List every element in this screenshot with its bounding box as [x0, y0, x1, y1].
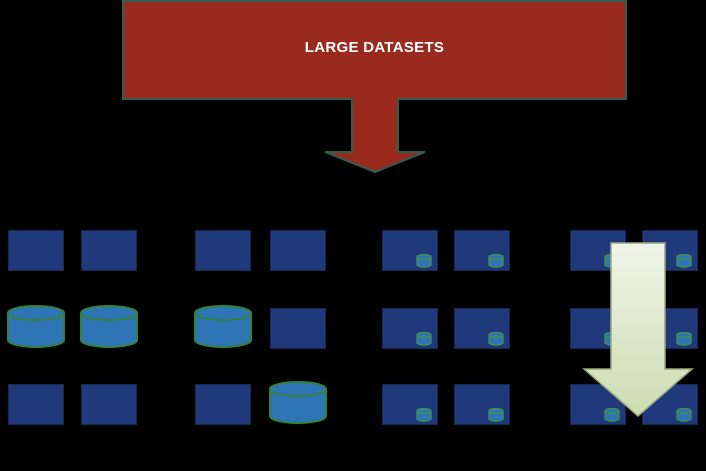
server-node-with-database — [642, 308, 698, 349]
server-node-with-database — [570, 308, 626, 349]
database-icon — [416, 254, 432, 268]
server-node — [270, 308, 326, 349]
server-node — [8, 384, 64, 425]
database-icon — [488, 332, 504, 346]
database-icon — [676, 254, 692, 268]
database-cylinder — [269, 381, 327, 424]
database-icon — [416, 408, 432, 422]
server-node — [8, 230, 64, 271]
server-node-with-database — [570, 230, 626, 271]
database-icon — [488, 254, 504, 268]
database-cylinder — [80, 305, 138, 348]
server-node-with-database — [454, 384, 510, 425]
database-icon — [604, 408, 620, 422]
server-node-with-database — [454, 308, 510, 349]
server-node-with-database — [382, 384, 438, 425]
database-icon — [604, 254, 620, 268]
server-node — [81, 384, 137, 425]
server-node — [81, 230, 137, 271]
large-datasets-box: LARGE DATASETS — [122, 0, 627, 100]
database-icon — [604, 332, 620, 346]
database-cylinder — [194, 305, 252, 348]
database-icon — [676, 332, 692, 346]
database-icon — [488, 408, 504, 422]
server-node-with-database — [570, 384, 626, 425]
server-node-with-database — [454, 230, 510, 271]
server-node — [270, 230, 326, 271]
database-cylinder — [7, 305, 65, 348]
server-node — [195, 230, 251, 271]
server-node-with-database — [382, 308, 438, 349]
database-icon — [676, 408, 692, 422]
large-datasets-label: LARGE DATASETS — [304, 38, 445, 56]
database-icon — [416, 332, 432, 346]
server-node-with-database — [642, 384, 698, 425]
server-node-with-database — [382, 230, 438, 271]
server-node — [195, 384, 251, 425]
server-node-with-database — [642, 230, 698, 271]
